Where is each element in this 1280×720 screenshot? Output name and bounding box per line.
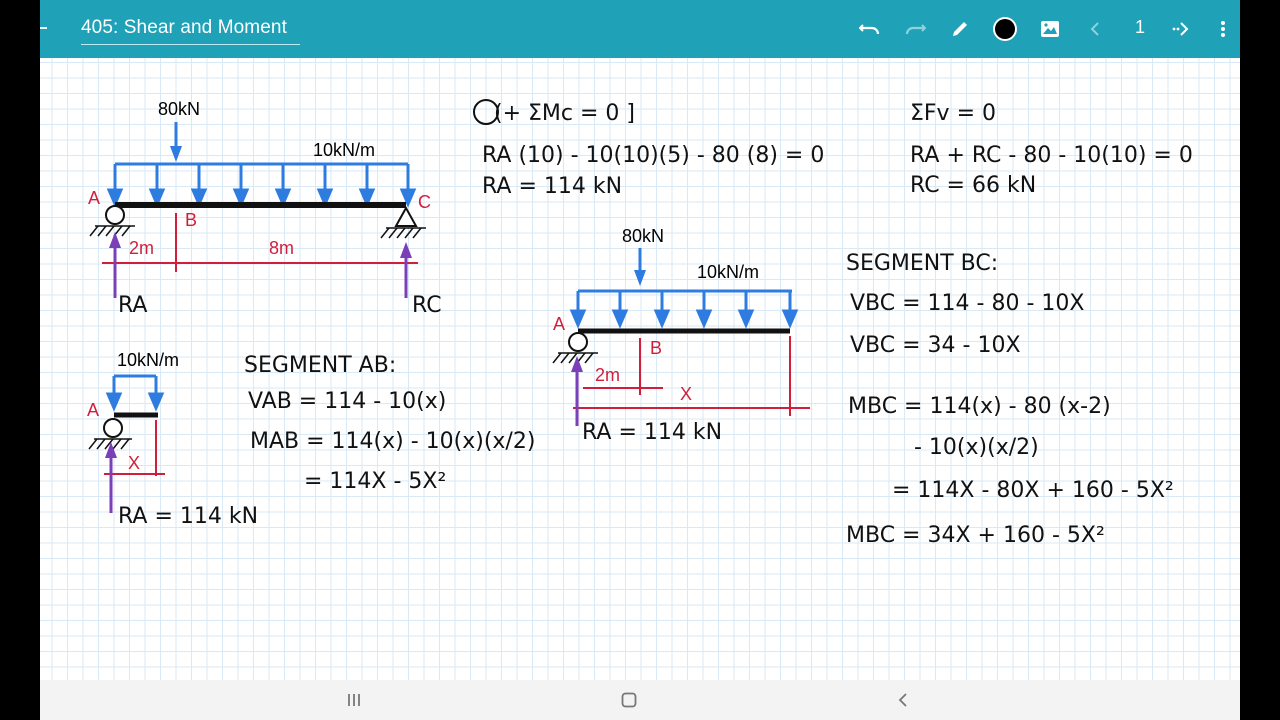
seg-ab-point-a: A	[87, 400, 99, 420]
handwritten-notes: 80kN 10kN/m A B C	[87, 99, 1193, 548]
moment-equation: RA (10) - 10(10)(5) - 80 (8) = 0	[482, 143, 824, 168]
dim-ab-label: 2m	[129, 238, 154, 258]
vab-equation: VAB = 114 - 10(x)	[248, 389, 446, 414]
image-icon[interactable]	[1035, 14, 1065, 44]
undo-icon[interactable]	[855, 14, 885, 44]
page-number: 1	[1134, 17, 1145, 37]
mbc-equation-1: MBC = 114(x) - 80 (x-2)	[848, 394, 1111, 419]
beam-diagram-segment-bc: 80kN 10kN/m A B 2m X	[552, 226, 810, 445]
dimension-line	[102, 213, 418, 272]
segment-bc-title: SEGMENT BC:	[846, 251, 998, 276]
dim-bc-label: 8m	[269, 238, 294, 258]
color-swatch-icon[interactable]	[990, 14, 1020, 44]
more-icon[interactable]	[1210, 14, 1236, 44]
redo-icon[interactable]	[900, 14, 930, 44]
mbc-equation-4: MBC = 34X + 160 - 5X²	[846, 523, 1105, 548]
moment-sum: (+ ΣMc = 0 ]	[494, 101, 635, 126]
reaction-arrow-c	[400, 242, 412, 298]
seg-ab-load-label: 10kN/m	[117, 350, 179, 370]
seg-ab-reaction: RA = 114 kN	[118, 504, 258, 529]
mab-equation-2: = 114X - 5X²	[304, 469, 446, 494]
ground-hatch-a	[89, 225, 135, 237]
roller-support-a	[105, 205, 125, 225]
prev-page-icon[interactable]	[1080, 14, 1110, 44]
back-button[interactable]	[40, 27, 47, 29]
back-icon[interactable]	[891, 690, 915, 710]
seg-bc-x-label: X	[680, 384, 692, 404]
app-screen: 405: Shear and Moment 1	[40, 0, 1240, 720]
notebook-canvas[interactable]: 80kN 10kN/m A B C	[40, 58, 1240, 680]
mbc-equation-3: = 114X - 80X + 160 - 5X²	[892, 478, 1174, 503]
force-sum: ΣFv = 0	[910, 101, 996, 126]
seg-bc-point-load: 80kN	[622, 226, 664, 246]
pin-support-c	[394, 205, 418, 227]
roller-support	[103, 418, 123, 438]
equations: (+ ΣMc = 0 ] RA (10) - 10(10)(5) - 80 (8…	[244, 99, 1193, 548]
dist-load-arrows	[106, 164, 417, 208]
point-a-label: A	[88, 188, 100, 208]
mab-equation-1: MAB = 114(x) - 10(x)(x/2)	[250, 429, 535, 454]
pen-icon[interactable]	[945, 14, 975, 44]
point-b-label: B	[185, 210, 197, 230]
vbc-equation-1: VBC = 114 - 80 - 10X	[850, 291, 1084, 316]
app-bar: 405: Shear and Moment 1	[40, 0, 1240, 58]
point-load-arrow	[170, 122, 182, 162]
point-c-label: C	[418, 192, 431, 212]
vbc-equation-2: VBC = 34 - 10X	[850, 333, 1021, 358]
beam-diagram-full: 80kN 10kN/m A B C	[88, 99, 442, 318]
beam-diagram-segment-ab: 10kN/m A X RA = 114 kN	[87, 350, 258, 529]
ground-hatch-c	[380, 227, 426, 239]
seg-bc-dim-ab: 2m	[595, 365, 620, 385]
seg-bc-dist-load: 10kN/m	[697, 262, 759, 282]
seg-bc-point-b: B	[650, 338, 662, 358]
recent-apps-icon[interactable]	[342, 690, 366, 710]
ra-result: RA = 114 kN	[482, 174, 622, 199]
mbc-equation-2: - 10(x)(x/2)	[914, 435, 1039, 460]
home-icon[interactable]	[617, 690, 641, 710]
force-equation: RA + RC - 80 - 10(10) = 0	[910, 143, 1193, 168]
title-underline	[81, 44, 300, 45]
dist-load-label: 10kN/m	[313, 140, 375, 160]
point-load-label: 80kN	[158, 99, 200, 119]
reaction-a-label: RA	[118, 293, 147, 318]
segment-ab-title: SEGMENT AB:	[244, 353, 396, 378]
seg-bc-point-a: A	[553, 314, 565, 334]
system-nav-bar	[40, 680, 1240, 720]
rc-result: RC = 66 kN	[910, 173, 1036, 198]
notebook-title[interactable]: 405: Shear and Moment	[81, 17, 287, 38]
seg-ab-x-label: X	[128, 453, 140, 473]
next-page-icon[interactable]	[1165, 14, 1195, 44]
reaction-c-label: RC	[412, 293, 442, 318]
seg-bc-reaction: RA = 114 kN	[582, 420, 722, 445]
reaction-arrow-a	[109, 232, 121, 298]
